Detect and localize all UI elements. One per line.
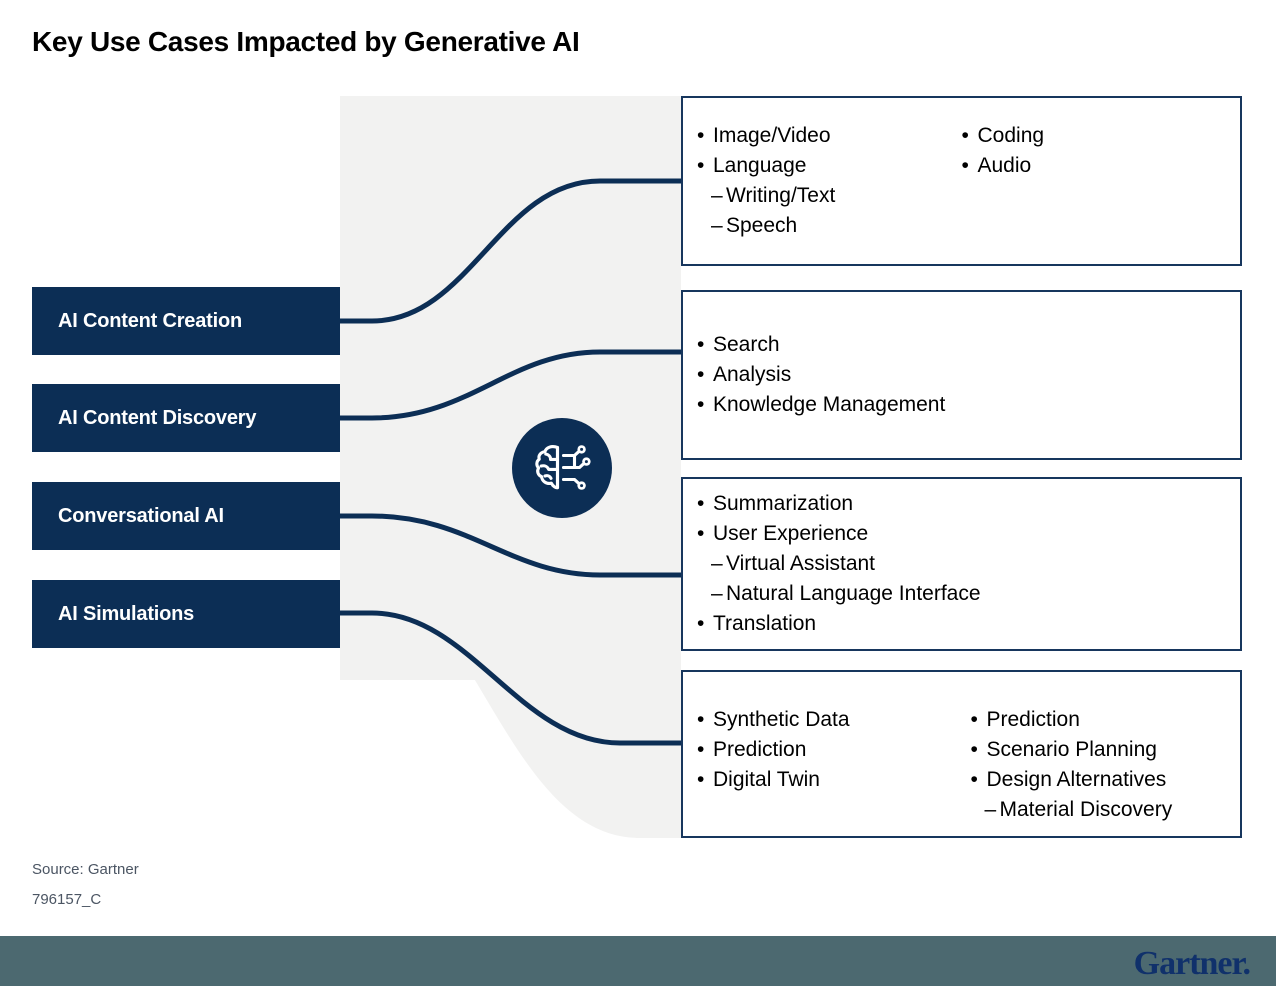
- list-item: • Image/Video: [697, 121, 962, 151]
- list-item-text: Material Discovery: [999, 798, 1173, 821]
- list-item-text: Digital Twin: [713, 768, 820, 791]
- gartner-logo: Gartner.: [1133, 945, 1251, 983]
- usecase-column-left: • Search • Analysis • Knowledge Management: [697, 330, 965, 420]
- ribbon-band-lower: [340, 560, 681, 838]
- list-item-text: Summarization: [713, 492, 854, 515]
- list-item: • Knowledge Management: [697, 390, 965, 420]
- list-item: • Synthetic Data: [697, 705, 953, 735]
- gartner-logo-dot: .: [1242, 945, 1251, 982]
- list-item-text: Prediction: [986, 708, 1080, 731]
- list-item-text: Translation: [713, 612, 817, 635]
- list-item-text: Analysis: [713, 363, 792, 386]
- bullet-marker: •: [697, 708, 705, 731]
- bullet-marker: •: [697, 333, 705, 356]
- footer-bar: [0, 936, 1276, 986]
- category-label: AI Simulations: [58, 602, 195, 625]
- bullet-marker: •: [697, 363, 705, 386]
- usecase-column-left: • Image/Video • Language –Writing/Text –Sp…: [697, 121, 962, 241]
- bullet-marker: •: [697, 154, 705, 177]
- ribbon-band: [340, 96, 681, 838]
- bullet-marker: •: [961, 124, 969, 147]
- category-box-ai-simulations[interactable]: AI Simulations: [32, 580, 340, 648]
- bullet-marker: •: [697, 492, 705, 515]
- list-item: • Digital Twin: [697, 765, 953, 795]
- page-title: Key Use Cases Impacted by Generative AI: [32, 26, 580, 57]
- bullet-marker: •: [970, 738, 978, 761]
- list-item: –Material Discovery: [971, 795, 1227, 825]
- dash-marker: –: [711, 582, 723, 605]
- list-item-text: Language: [713, 154, 807, 177]
- usecase-box-conversational-ai: • Summarization • User Experience –Virtual…: [681, 477, 1242, 651]
- list-item: • Scenario Planning: [971, 735, 1227, 765]
- source-note: Source: Gartner: [32, 861, 139, 878]
- list-item: • User Experience: [697, 519, 965, 549]
- ribbon-band-upper: [340, 96, 681, 290]
- category-label: AI Content Creation: [58, 309, 242, 332]
- usecase-column-right: • Prediction • Scenario Planning • Design A…: [971, 683, 1227, 825]
- bullet-marker: •: [970, 708, 978, 731]
- list-item: • Coding: [962, 121, 1227, 151]
- bullet-marker: •: [697, 612, 705, 635]
- list-item: • Translation: [697, 609, 965, 639]
- category-label: AI Content Discovery: [58, 406, 257, 429]
- bullet-marker: •: [697, 393, 705, 416]
- list-item: • Analysis: [697, 360, 965, 390]
- bullet-marker: •: [697, 738, 705, 761]
- usecase-column-right: • Coding • Audio: [962, 121, 1227, 181]
- list-item-text: Virtual Assistant: [726, 552, 876, 575]
- list-item: • Prediction: [697, 735, 953, 765]
- usecase-box-ai-simulations: • Synthetic Data • Prediction • Digital Twi…: [681, 670, 1242, 838]
- list-item: • Design Alternatives: [971, 765, 1227, 795]
- dash-marker: –: [711, 214, 723, 237]
- bullet-marker: •: [697, 124, 705, 147]
- usecase-box-content-discovery: • Search • Analysis • Knowledge Management: [681, 290, 1242, 460]
- list-item-text: Coding: [977, 124, 1045, 147]
- list-item-text: User Experience: [713, 522, 869, 545]
- list-item-text: Scenario Planning: [986, 738, 1157, 761]
- category-label: Conversational AI: [58, 504, 224, 527]
- gartner-logo-text: Gartner: [1133, 945, 1244, 982]
- list-item: –Speech: [697, 211, 962, 241]
- dash-marker: –: [711, 552, 723, 575]
- connector-curve-3: [340, 513, 681, 578]
- list-item: –Virtual Assistant: [697, 549, 965, 579]
- connector-curve-2: [340, 349, 681, 421]
- usecase-column-left: • Summarization • User Experience –Virtual…: [697, 489, 981, 639]
- list-item: –Natural Language Interface: [697, 579, 981, 609]
- list-item-text: Synthetic Data: [713, 708, 850, 731]
- list-item-text: Design Alternatives: [986, 768, 1167, 791]
- category-box-conversational-ai[interactable]: Conversational AI: [32, 482, 340, 550]
- list-item-text: Image/Video: [713, 124, 831, 147]
- connector-curve-1: [340, 178, 681, 324]
- document-id: 796157_C: [32, 891, 102, 908]
- ribbon-core: [340, 290, 681, 680]
- category-box-ai-content-discovery[interactable]: AI Content Discovery: [32, 384, 340, 452]
- category-box-ai-content-creation[interactable]: AI Content Creation: [32, 287, 340, 355]
- list-item: • Summarization: [697, 489, 965, 519]
- list-item-text: Writing/Text: [726, 184, 836, 207]
- dash-marker: –: [984, 798, 997, 821]
- list-item: • Prediction: [971, 705, 1227, 735]
- list-item: • Language: [697, 151, 962, 181]
- bullet-marker: •: [697, 522, 705, 545]
- connector-curve-4: [340, 610, 681, 746]
- list-item-text: Natural Language Interface: [726, 582, 981, 605]
- list-item-text: Audio: [977, 154, 1032, 177]
- usecase-column-left: • Synthetic Data • Prediction • Digital Twi…: [697, 683, 953, 795]
- ai-brain-circuit-glyph: [535, 445, 591, 490]
- bullet-marker: •: [970, 768, 978, 791]
- list-item: –Writing/Text: [697, 181, 962, 211]
- ai-brain-circuit-icon: [512, 418, 612, 518]
- list-item-text: Speech: [726, 214, 798, 237]
- dash-marker: –: [711, 184, 723, 207]
- list-item-text: Search: [713, 333, 780, 356]
- usecase-box-content-creation: • Image/Video • Language –Writing/Text –Sp…: [681, 96, 1242, 266]
- list-item: • Audio: [962, 151, 1227, 181]
- list-item: • Search: [697, 330, 965, 360]
- bullet-marker: •: [961, 154, 969, 177]
- list-item-text: Prediction: [713, 738, 807, 761]
- list-item-text: Knowledge Management: [713, 393, 946, 416]
- bullet-marker: •: [697, 768, 705, 791]
